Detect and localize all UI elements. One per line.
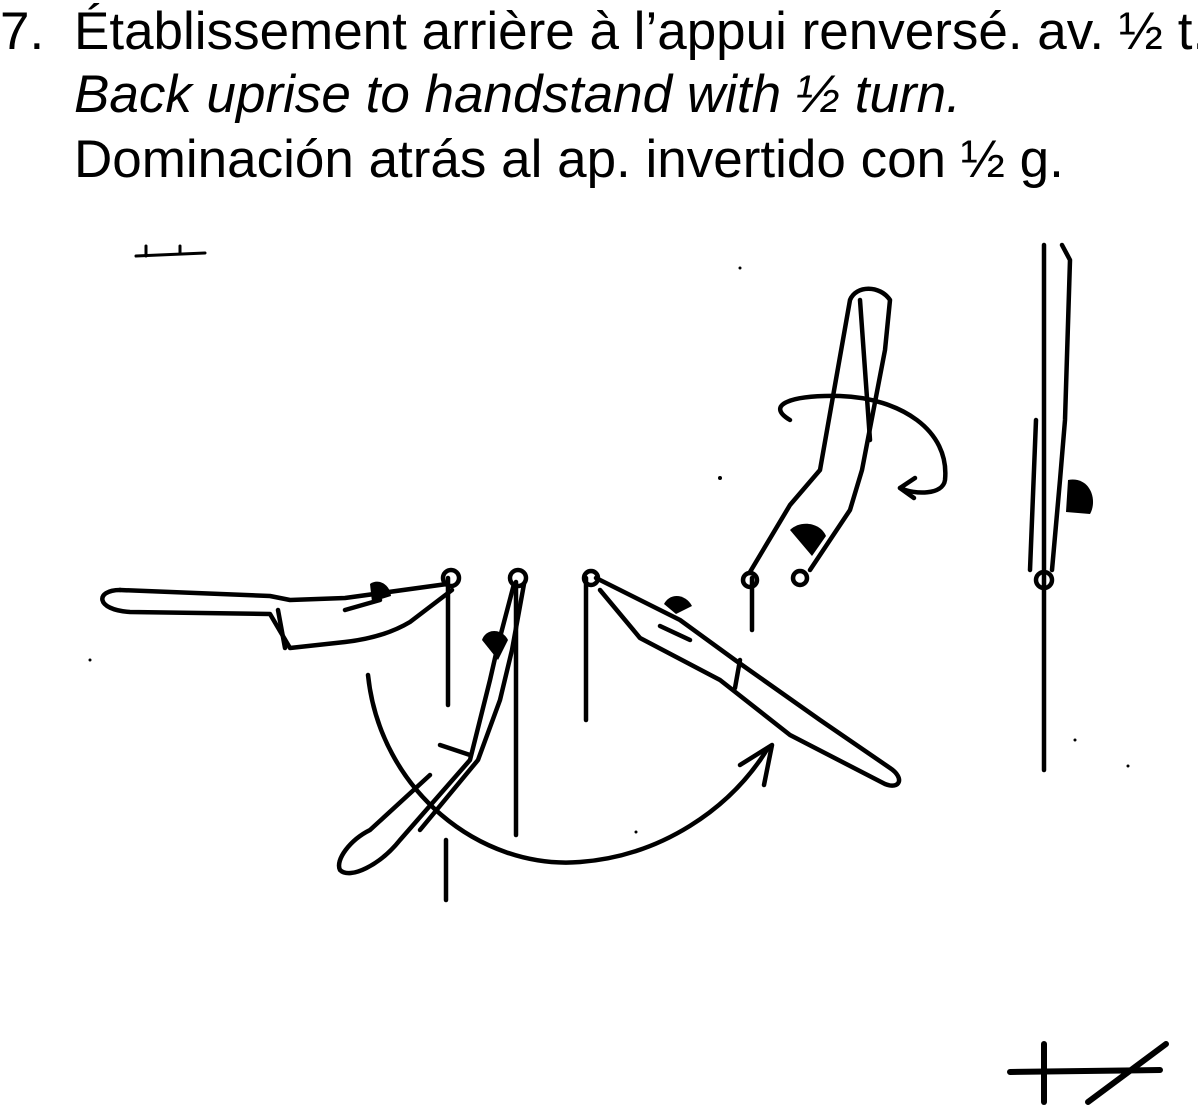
gymnast-position-1 (102, 570, 459, 705)
rings-apparatus-symbol (1010, 1044, 1166, 1102)
top-left-mark (136, 246, 205, 256)
gymnast-position-5 (1030, 245, 1093, 770)
rotation-arc-arrow (368, 675, 772, 863)
gymnast-position-3 (584, 571, 899, 786)
speck-marks (89, 267, 1130, 834)
gymnast-position-4 (743, 289, 945, 630)
